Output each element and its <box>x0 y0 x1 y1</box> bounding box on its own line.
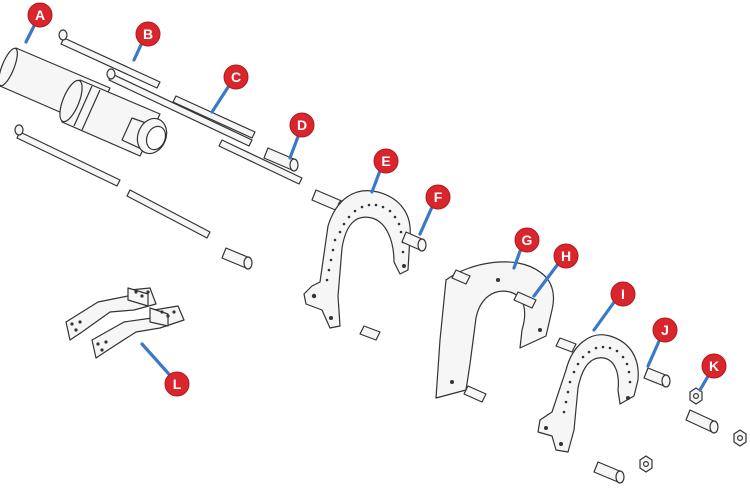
part-g-arch-plate <box>435 261 555 399</box>
svg-text:L: L <box>173 376 182 392</box>
svg-text:B: B <box>143 26 153 42</box>
part-e-arch-flange <box>303 190 411 329</box>
svg-text:K: K <box>709 358 719 374</box>
callout-b: B <box>135 21 161 47</box>
callout-f: F <box>425 184 451 210</box>
callout-badges: A B C D E F G H I J K L <box>27 2 727 397</box>
part-b-threaded-rods <box>14 29 253 187</box>
part-h-sleeves <box>451 269 577 403</box>
svg-text:A: A <box>35 7 45 23</box>
part-a-cylinder <box>0 47 168 157</box>
callout-a: A <box>27 2 53 28</box>
part-i-perforations <box>562 345 632 414</box>
svg-text:E: E <box>381 153 390 169</box>
part-f-pin <box>401 231 427 252</box>
svg-text:C: C <box>231 69 241 85</box>
part-k-hex-nuts <box>639 387 747 473</box>
callout-i: I <box>610 281 636 307</box>
callout-d: D <box>289 112 315 138</box>
svg-text:G: G <box>522 232 533 248</box>
part-c-rod-segments <box>126 95 303 239</box>
callout-l: L <box>164 371 190 397</box>
callout-j: J <box>652 317 678 343</box>
part-d-spacers <box>221 147 381 341</box>
callout-e: E <box>373 148 399 174</box>
callout-g: G <box>514 227 540 253</box>
part-l-bracket-straps <box>65 287 185 359</box>
callout-c: C <box>223 64 249 90</box>
svg-text:D: D <box>297 117 307 133</box>
callout-k: K <box>701 353 727 379</box>
svg-text:I: I <box>621 286 625 302</box>
svg-text:J: J <box>661 322 669 338</box>
callout-h: H <box>553 243 579 269</box>
part-i-arch-flange <box>537 334 639 453</box>
part-l-bolt-holes <box>70 290 176 352</box>
svg-text:H: H <box>561 248 571 264</box>
part-j-bushings <box>593 367 719 484</box>
svg-text:F: F <box>434 189 443 205</box>
